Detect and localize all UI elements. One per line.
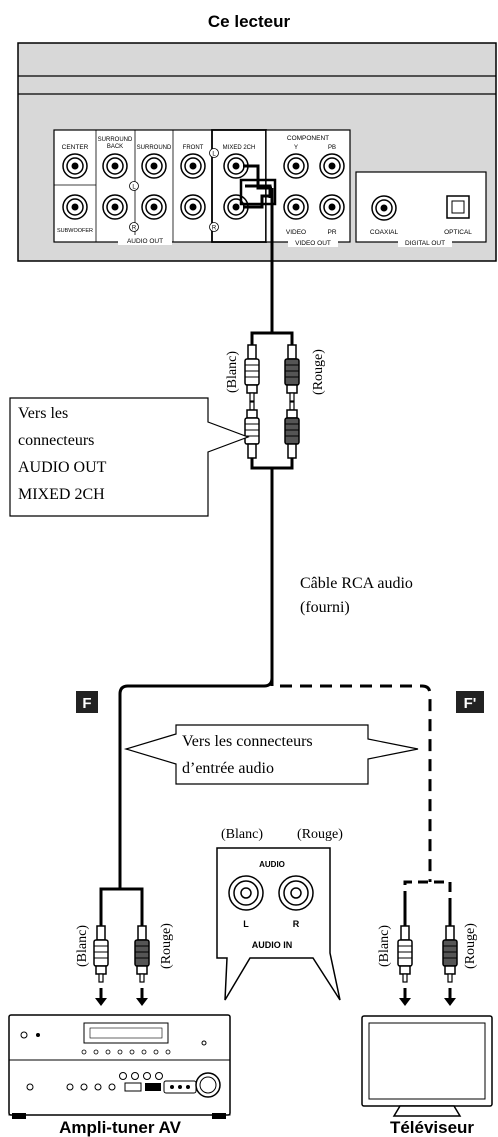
rca-plug-red-tv xyxy=(442,925,458,983)
cable-route-f xyxy=(118,677,274,889)
tv-icon xyxy=(361,1015,493,1117)
rca-plug-red-top xyxy=(284,344,300,402)
mark-r-front: R xyxy=(212,226,217,232)
label-y: Y xyxy=(294,145,298,151)
callout-inputs-line-2: d’entrée audio xyxy=(182,760,274,777)
label-optical: OPTICAL xyxy=(444,229,472,236)
label-surround: SURROUND xyxy=(137,145,172,151)
rca-pair-amp xyxy=(93,887,150,1008)
label-subwoofer: SUBWOOFER xyxy=(57,228,93,234)
jack-surround-back-l xyxy=(102,153,128,179)
plug-tv-white-label: (Blanc) xyxy=(377,925,392,967)
callout-inputs-line-1: Vers les connecteurs xyxy=(182,733,313,750)
jack-coaxial xyxy=(371,195,397,221)
audio-in-label: AUDIO IN xyxy=(252,940,293,950)
cable-from-player xyxy=(243,164,274,333)
label-coaxial: COAXIAL xyxy=(370,229,399,236)
jack-pb xyxy=(319,153,345,179)
audio-in-detail: AUDIO L R AUDIO IN xyxy=(216,847,341,1001)
route-f-badge xyxy=(76,691,98,713)
arrow-down-icon xyxy=(397,986,413,1008)
player-rear-panel: CENTER SURROUND BACK SURROUND FRONT MIXE… xyxy=(17,42,497,262)
cable-top-red-label: (Rouge) xyxy=(311,349,326,395)
rca-plug-white-amp xyxy=(93,925,109,983)
mark-r-surround-back: R xyxy=(132,226,137,232)
rca-pair-top xyxy=(244,331,300,470)
cable-plug-bracket xyxy=(239,178,277,206)
audio-in-l-label: L xyxy=(243,919,249,929)
callout-player-line-3: AUDIO OUT xyxy=(18,459,107,476)
label-surround-back-2: BACK xyxy=(107,144,123,150)
arrow-down-icon xyxy=(134,986,150,1008)
callout-player-line-2: connecteurs xyxy=(18,432,94,449)
av-receiver xyxy=(8,1014,231,1119)
jack-subwoofer xyxy=(62,194,88,220)
label-surround-back: SURROUND xyxy=(98,137,133,143)
jack-surround-back-r xyxy=(102,194,128,220)
audio-in-red-label: (Rouge) xyxy=(297,827,343,842)
rca-plug-red-bottom xyxy=(284,401,300,459)
player-title: Ce lecteur xyxy=(208,12,291,31)
cable-caption-line-1: Câble RCA audio xyxy=(300,575,413,592)
jack-center xyxy=(62,153,88,179)
label-pb: PB xyxy=(328,145,336,151)
label-component: COMPONENT xyxy=(287,135,329,142)
label-video: VIDEO xyxy=(286,229,306,236)
jack-video xyxy=(283,194,309,220)
route-f-prime-label: F' xyxy=(464,695,477,712)
mark-l-front: L xyxy=(212,152,216,158)
jack-front-r xyxy=(180,194,206,220)
cable-top-white-label: (Blanc) xyxy=(225,351,240,393)
audio-in-title: AUDIO xyxy=(259,860,285,869)
label-center: CENTER xyxy=(62,144,89,151)
route-f-label: F xyxy=(82,695,91,712)
jack-pr xyxy=(319,194,345,220)
label-pr: PR xyxy=(327,229,336,236)
arrow-down-icon xyxy=(93,986,109,1008)
label-digital-out: DIGITAL OUT xyxy=(405,240,445,247)
route-f-prime-badge xyxy=(456,691,484,713)
cable-route-f-prime xyxy=(280,684,432,882)
arrow-down-icon xyxy=(442,986,458,1008)
label-mixed-2ch: MIXED 2CH xyxy=(223,145,256,151)
rca-plug-white-top xyxy=(244,344,260,402)
mark-l-surround-back: L xyxy=(132,185,136,191)
jack-surround-l xyxy=(141,153,167,179)
rca-plug-red-amp xyxy=(134,925,150,983)
plug-amp-red-label: (Rouge) xyxy=(159,923,174,969)
callout-player: Vers les connecteurs AUDIO OUT MIXED 2CH xyxy=(9,397,250,517)
label-video-out: VIDEO OUT xyxy=(295,240,331,247)
jack-y xyxy=(283,153,309,179)
callout-player-line-4: MIXED 2CH xyxy=(18,486,105,503)
audio-in-r-label: R xyxy=(293,919,300,929)
jack-surround-r xyxy=(141,194,167,220)
label-audio-out: AUDIO OUT xyxy=(127,238,163,245)
video-out-block xyxy=(265,129,351,243)
audio-in-white-label: (Blanc) xyxy=(221,827,263,842)
rca-plug-white-tv xyxy=(397,925,413,983)
cable-caption-line-2: (fourni) xyxy=(300,599,350,616)
device-amp-label: Ampli-tuner AV xyxy=(59,1118,181,1137)
callout-player-line-1: Vers les xyxy=(18,405,68,422)
plug-amp-white-label: (Blanc) xyxy=(75,925,90,967)
jack-front-l xyxy=(180,153,206,179)
plug-tv-red-label: (Rouge) xyxy=(463,923,478,969)
rca-pair-tv xyxy=(397,880,458,1008)
rca-plug-white-bottom xyxy=(244,401,260,459)
label-front: FRONT xyxy=(183,145,204,151)
callout-inputs: Vers les connecteurs d’entrée audio xyxy=(123,724,419,785)
device-tv-label: Téléviseur xyxy=(390,1118,474,1137)
